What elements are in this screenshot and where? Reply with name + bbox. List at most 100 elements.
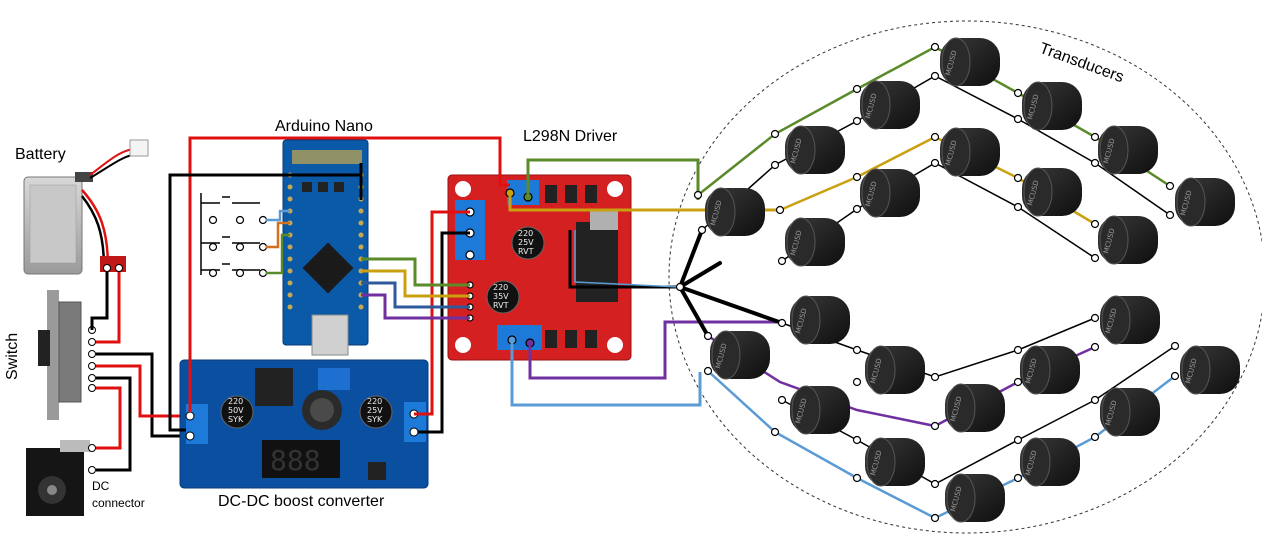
connection-node [852, 473, 862, 483]
cap-driver-top-2: 25V [518, 238, 534, 247]
connection-node [1013, 377, 1023, 387]
cap-driver-top-3: RVT [518, 247, 534, 256]
connection-node [1090, 158, 1100, 168]
transducer: MCUSD [1100, 295, 1160, 345]
cap-driver-top-1: 220 [518, 229, 533, 238]
label-arduino-nano: Arduino Nano [275, 118, 373, 135]
l298n-driver: 220 25V RVT 220 35V RVT [447, 174, 632, 361]
connection-node [1170, 341, 1180, 351]
transducer: MCUSD [945, 383, 1005, 433]
connection-node [1090, 313, 1100, 323]
connection-node [930, 513, 940, 523]
connection-node [693, 190, 703, 200]
transducer: MCUSD [1175, 177, 1235, 227]
connection-node [1170, 371, 1180, 381]
connection-node [852, 345, 862, 355]
cap-boost-right-2: 25V [367, 406, 383, 415]
connection-node [930, 421, 940, 431]
connection-node [930, 132, 940, 142]
transducer: MCUSD [1020, 437, 1080, 487]
connection-node [930, 372, 940, 382]
connection-node [1090, 432, 1100, 442]
connection-node [930, 158, 940, 168]
transducer-array-boundary [668, 20, 1262, 534]
connection-node [1165, 210, 1175, 220]
button-nodes [208, 215, 268, 278]
connection-node [770, 160, 780, 170]
connection-node [770, 129, 780, 139]
transducer: MCUSD [1100, 387, 1160, 437]
transducer: MCUSD [705, 187, 765, 237]
connection-node [675, 282, 685, 292]
connection-node [852, 435, 862, 445]
cap-driver-mid-2: 35V [493, 292, 509, 301]
cap-boost-left-2: 50V [228, 406, 244, 415]
connection-node [1013, 473, 1023, 483]
transducer: MCUSD [860, 168, 920, 218]
transducer: MCUSD [865, 437, 925, 487]
connection-node [852, 204, 862, 214]
transducer-group: MCUSD MCUSD MCUSD MCUSD MCUSD MCUSD MCUSD MCUSD… [675, 37, 1240, 523]
transducer: MCUSD [1098, 125, 1158, 175]
connection-node [777, 256, 787, 266]
connection-node [703, 366, 713, 376]
transducer: MCUSD [710, 330, 770, 380]
connection-node [852, 377, 862, 387]
boost-converter: 220 50V SYK 220 25V SYK 888 [179, 359, 429, 489]
cap-driver-mid-3: RVT [493, 301, 509, 310]
connection-node [1165, 181, 1175, 191]
connection-node [775, 205, 785, 215]
seven-segment-display: 888 [270, 444, 321, 477]
driver-output-wires [508, 158, 780, 407]
connection-node [930, 479, 940, 489]
transducer: MCUSD [785, 217, 845, 267]
connection-node [930, 42, 940, 52]
cap-boost-right-3: SYK [367, 415, 383, 424]
connection-node [852, 84, 862, 94]
connection-node [1013, 114, 1023, 124]
transducer: MCUSD [1022, 81, 1082, 131]
connection-node [777, 395, 787, 405]
label-dc-connector-line2: connector [92, 496, 145, 510]
connection-node [1090, 342, 1100, 352]
label-battery: Battery [15, 146, 66, 163]
connection-node [777, 318, 787, 328]
connection-node [1013, 173, 1023, 183]
label-dc-connector-line1: DC [92, 479, 110, 493]
label-switch: Switch [4, 332, 21, 380]
connection-node [1013, 202, 1023, 212]
connection-node [770, 427, 780, 437]
connection-node [1013, 345, 1023, 355]
label-l298n-driver: L298N Driver [523, 128, 618, 145]
transducer-array-wires [678, 45, 1177, 520]
push-buttons [200, 193, 260, 275]
arduino-nano [282, 139, 369, 356]
connection-node [1090, 132, 1100, 142]
transducer: MCUSD [860, 80, 920, 130]
label-boost-converter: DC-DC boost converter [218, 493, 385, 510]
connection-node [1090, 219, 1100, 229]
transducer: MCUSD [1098, 215, 1158, 265]
battery [23, 139, 149, 275]
transducer: MCUSD [945, 473, 1005, 523]
control-wires [168, 136, 510, 434]
transducer: MCUSD [1020, 345, 1080, 395]
connection-node [1013, 435, 1023, 445]
button-signal-wires [266, 209, 290, 275]
cap-boost-left-3: SYK [228, 415, 244, 424]
connection-node [1013, 88, 1023, 98]
transducer: MCUSD [785, 125, 845, 175]
connection-node [852, 116, 862, 126]
cap-driver-mid-1: 220 [493, 283, 508, 292]
transducer: MCUSD [1022, 167, 1082, 217]
connection-node [852, 172, 862, 182]
cap-boost-left-1: 220 [228, 397, 243, 406]
connection-node [697, 225, 707, 235]
cap-boost-right-1: 220 [367, 397, 382, 406]
transducer: MCUSD [790, 385, 850, 435]
power-wiring [90, 272, 190, 472]
connection-node [1090, 253, 1100, 263]
switch [38, 290, 96, 420]
transducer: MCUSD [1180, 345, 1240, 395]
transducer: MCUSD [940, 127, 1000, 177]
